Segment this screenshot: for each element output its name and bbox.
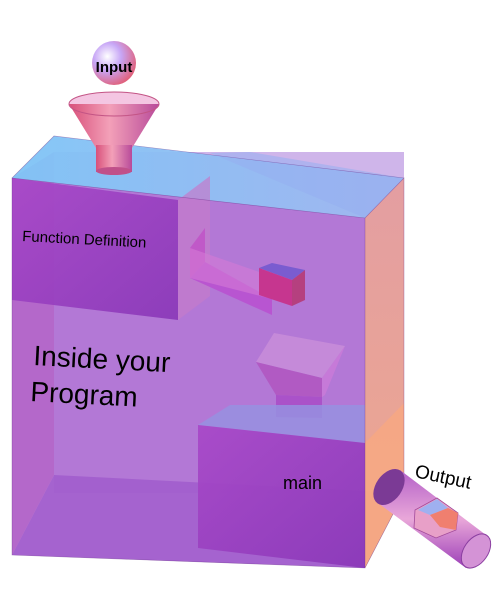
input-label: Input [96, 59, 133, 76]
program-box-outline [11, 135, 405, 569]
output-pipe [373, 468, 492, 569]
input-ball [92, 41, 136, 85]
function-definition-block [12, 176, 210, 320]
program-box-top-back-right [210, 152, 404, 218]
function-chute [190, 228, 305, 315]
function-definition-label: Function Definition [22, 228, 147, 251]
main-block [198, 403, 404, 568]
inner-funnel [256, 333, 345, 418]
program-label-line1: Inside your [33, 340, 171, 378]
program-label-line2: Program [30, 376, 139, 413]
main-label: main [283, 473, 322, 493]
input-funnel [68, 91, 160, 175]
